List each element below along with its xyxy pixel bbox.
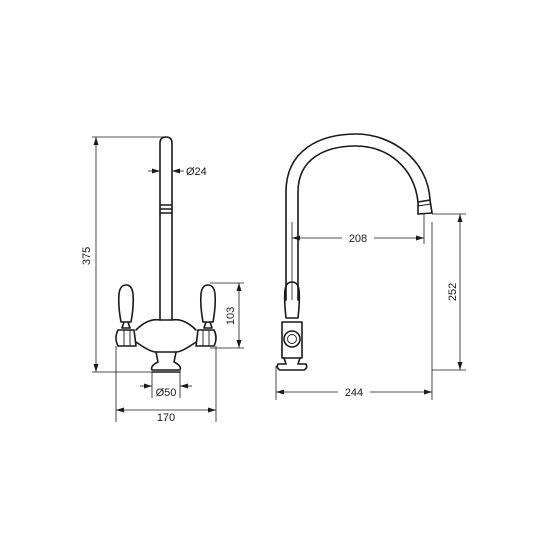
side-view: 208 252 244 [275,133,466,400]
side-view-tap-outline [276,133,433,371]
spout-diameter-label: Ø24 [186,166,207,178]
front-width-dimension: 170 [115,346,217,424]
front-view-tap-outline [115,136,217,373]
side-depth-dimension: 244 [275,222,433,400]
lever-height-dimension: 103 [210,282,244,349]
spout-height-label: 252 [447,283,459,301]
front-view: 375 Ø24 103 Ø50 [81,136,244,424]
lever-height-label: 103 [225,307,237,325]
spout-height-dimension: 252 [432,213,466,371]
side-depth-label: 244 [345,387,363,399]
spout-reach-label: 208 [349,233,367,245]
front-height-label: 375 [81,247,93,265]
base-diameter-label: Ø50 [156,387,177,399]
front-width-label: 170 [157,412,175,424]
spout-diameter-dimension: Ø24 [148,166,207,178]
spout-reach-dimension: 208 [291,214,425,300]
base-diameter-dimension: Ø50 [140,372,192,399]
front-height-dimension: 375 [81,136,166,373]
